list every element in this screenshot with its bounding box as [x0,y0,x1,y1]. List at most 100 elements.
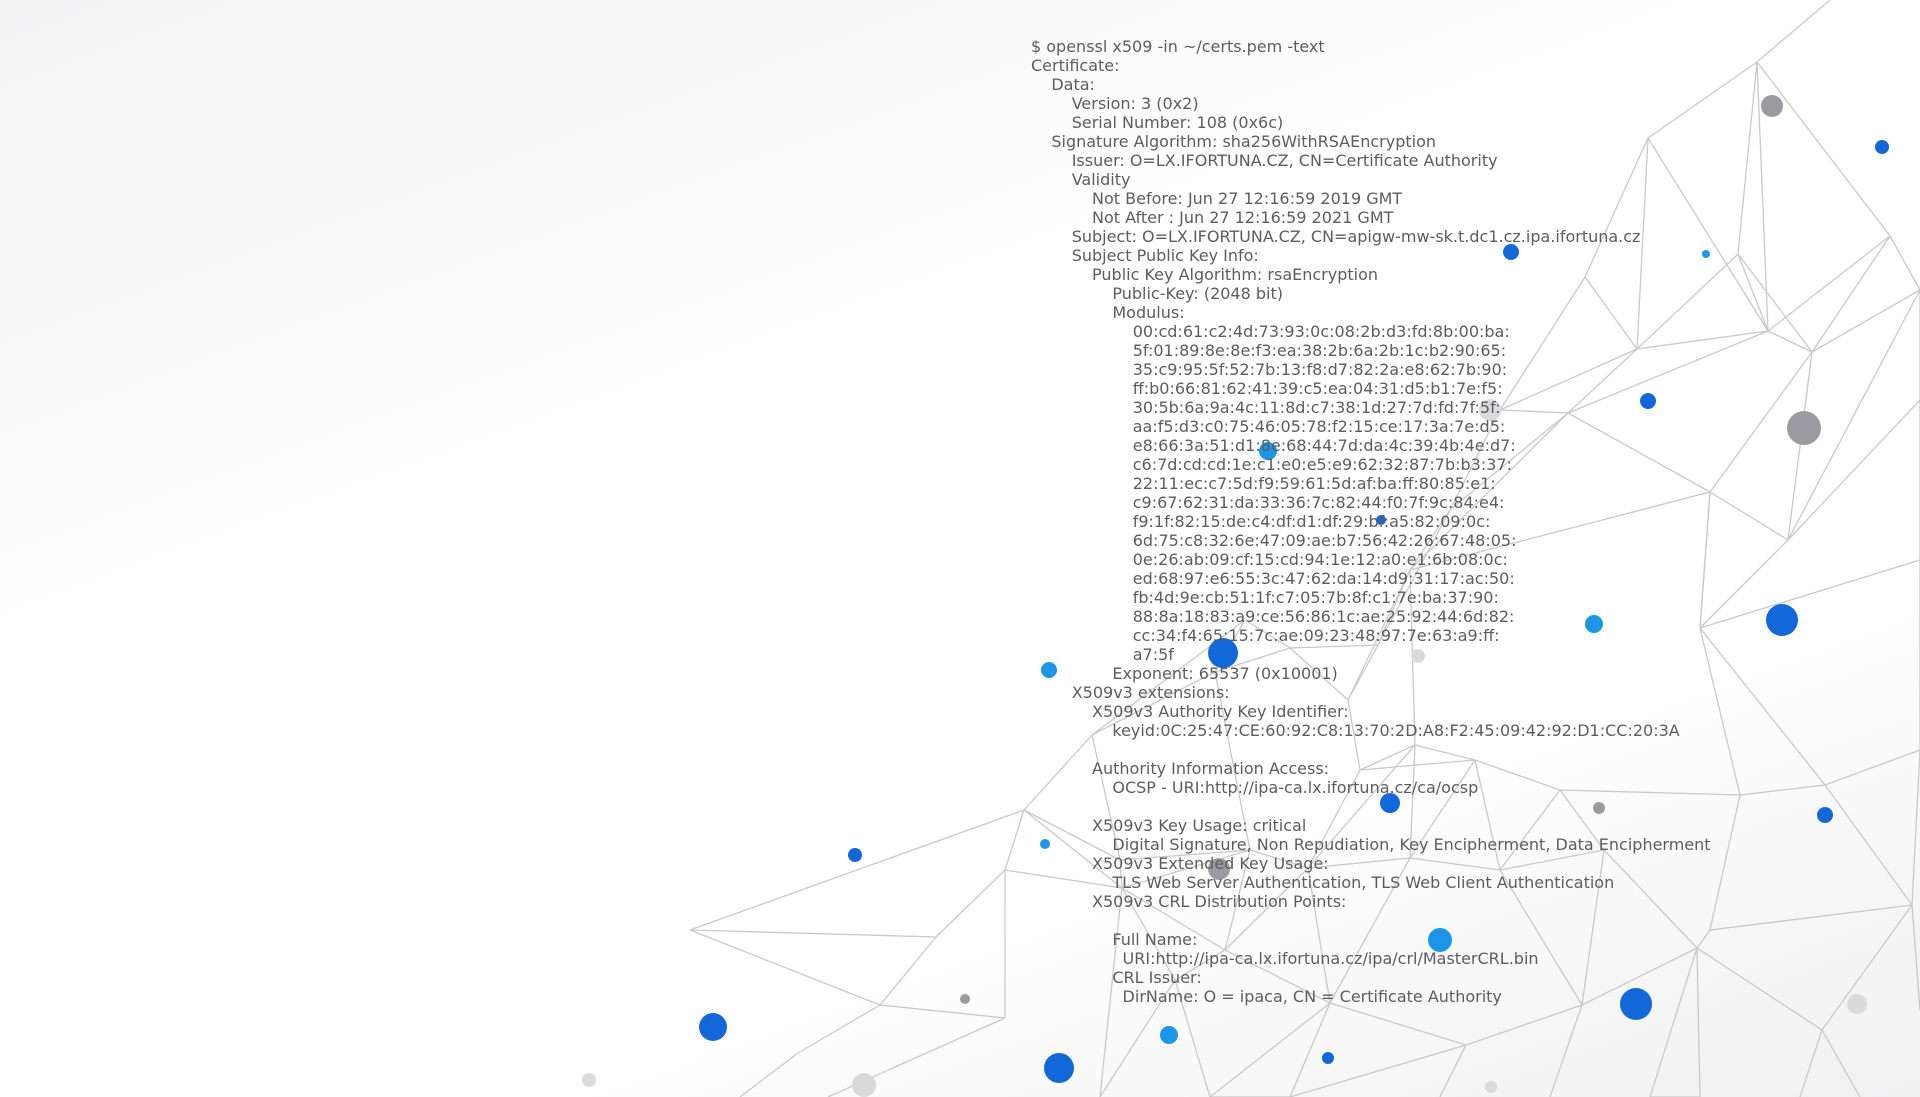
mesh-line [1737,253,1769,332]
mesh-line [1636,330,1769,350]
terminal-line: a7:5f [1031,645,1174,664]
mesh-line [1696,929,1711,949]
terminal-line: cc:34:f4:65:15:7c:ae:09:23:48:97:7e:63:a… [1031,626,1500,645]
mesh-line [1699,539,1789,629]
mesh-line [1581,947,1698,1006]
mesh-line [1119,849,1251,861]
mesh-line [1647,137,1769,332]
mesh-node [1787,411,1821,445]
mesh-line [1409,857,1501,871]
mesh-node [1041,662,1057,678]
mesh-line [1787,289,1920,541]
terminal-line: e8:66:3a:51:d1:8e:68:44:7d:da:4c:39:4b:4… [1031,436,1516,455]
mesh-line [1091,671,1216,736]
mesh-line [1549,1004,1583,1097]
mesh-line [1499,869,1583,1006]
terminal-line: ed:68:97:e6:55:3c:47:62:da:14:d9:31:17:a… [1031,569,1515,588]
mesh-line [797,1004,881,1054]
mesh-line [1224,867,1309,951]
mesh-line [1756,61,1769,332]
mesh-line [1091,734,1121,861]
mesh-line [1289,644,1379,649]
mesh-line [1584,137,1649,278]
mesh-line [1224,949,1331,1004]
mesh-line [1636,137,1649,350]
mesh-line [1214,671,1251,851]
mesh-node [1585,615,1603,633]
terminal-line: Public Key Algorithm: rsaEncryption [1031,265,1379,284]
mesh-line [1174,979,1211,1097]
terminal-line: 6d:75:c8:32:6e:47:09:ae:b7:56:42:26:67:4… [1031,531,1517,550]
mesh-node [1702,250,1710,258]
mesh-node [1380,793,1400,813]
terminal-line: Digital Signature, Non Repudiation, Key … [1031,835,1711,854]
terminal-line: Signature Algorithm: sha256WithRSAEncryp… [1031,132,1437,151]
mesh-line [1359,744,1416,771]
mesh-line [1709,351,1813,493]
terminal-line: 5f:01:89:8e:8e:f3:ea:38:2b:6a:2b:1c:b2:9… [1031,341,1507,360]
mesh-line [1409,509,1451,571]
terminal-line: Serial Number: 108 (0x6c) [1031,113,1284,132]
mesh-node [960,994,970,1004]
mesh-line [1709,491,1789,541]
mesh-node [1485,1081,1497,1093]
mesh-line [1737,61,1758,255]
mesh-line [1465,1004,1583,1046]
mesh-line [1699,627,1741,796]
terminal-line: Authority Information Access: [1031,759,1330,778]
mesh-line [1889,235,1920,291]
mesh-line [1347,699,1361,771]
mesh-node [848,848,862,862]
terminal-line: keyid:0C:25:47:CE:60:92:C8:13:70:2D:A8:F… [1031,721,1680,740]
terminal-line: $ openssl x509 -in ~/certs.pem -text [1031,37,1325,56]
mesh-line [1249,849,1309,869]
terminal-line: ff:b0:66:81:62:41:39:c5:ea:04:31:d5:b1:7… [1031,379,1503,398]
terminal-line: 88:8a:18:83:a9:ce:56:86:1c:ae:25:92:44:6… [1031,607,1515,626]
mesh-line [1023,734,1093,811]
mesh-line [1121,849,1251,889]
terminal-line: X509v3 Extended Key Usage: [1031,854,1329,873]
mesh-line [1499,276,1586,411]
mesh-line [1121,887,1176,981]
mesh-node [1208,858,1230,880]
mesh-line [1567,412,1711,493]
mesh-line [1756,61,1891,237]
mesh-node [1479,399,1501,421]
mesh-line [1409,491,1711,571]
mesh-line [1307,867,1331,1004]
mesh-line [1289,1044,1467,1097]
terminal-line [1031,797,1711,816]
terminal-line: TLS Web Server Authentication, TLS Web C… [1031,873,1615,892]
terminal-line: Issuer: O=LX.IFORTUNA.CZ, CN=Certificate… [1031,151,1498,170]
mesh-line [1474,759,1561,791]
terminal-line: c6:7d:cd:cd:1e:c1:e0:e5:e9:62:32:87:7b:b… [1031,455,1512,474]
terminal-line: fb:4d:9e:cb:51:1f:c7:05:7b:8f:c1:7e:ba:3… [1031,588,1499,607]
terminal-line: 22:11:ec:c7:5d:f9:59:61:5d:af:ba:ff:80:8… [1031,474,1496,493]
mesh-line [1911,749,1920,906]
mesh-line [1584,276,1638,350]
terminal-line: X509v3 Key Usage: critical [1031,816,1307,835]
mesh-line [689,809,1025,931]
mesh-line [1307,769,1361,869]
mesh-line [1821,904,1913,1031]
terminal-line: Version: 3 (0x2) [1031,94,1199,113]
mesh-node [1761,95,1783,117]
terminal-line [1031,911,1711,930]
mesh-lines [689,0,1920,1097]
mesh-line [1699,627,1826,786]
mesh-line [1699,559,1920,629]
terminal-line: Subject: O=LX.IFORTUNA.CZ, CN=apigw-mw-s… [1031,227,1641,246]
mesh-line [879,1004,1006,1019]
mesh-line [1377,509,1451,646]
terminal-line: 0e:26:ab:09:cf:15:cd:94:1e:12:a0:e1:6b:0… [1031,550,1508,569]
mesh-node [1376,515,1386,525]
mesh-line [1756,0,1831,63]
terminal-line: aa:f5:d3:c0:75:46:05:78:f2:15:ce:17:3a:7… [1031,417,1506,436]
terminal-line: DirName: O = ipaca, CN = Certificate Aut… [1031,987,1502,1006]
mesh-line [1824,749,1920,786]
mesh-line [1174,949,1226,981]
mesh-line [1209,1002,1331,1097]
mesh-node [1428,928,1452,952]
mesh-line [689,929,881,1006]
